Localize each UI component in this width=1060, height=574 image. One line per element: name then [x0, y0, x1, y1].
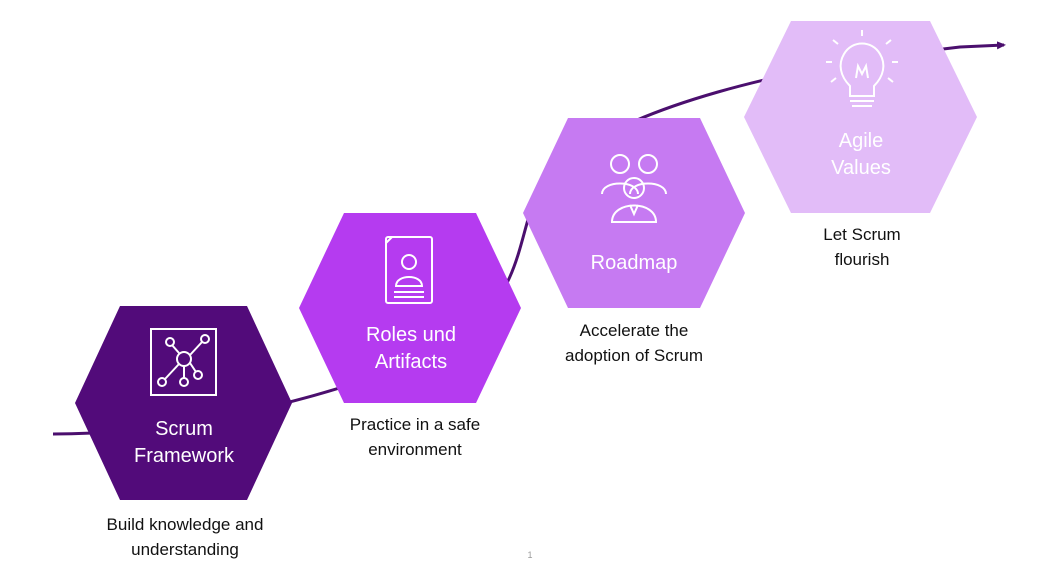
step-4-title: Agile Values — [790, 128, 932, 182]
step-2-caption-line2: environment — [368, 440, 462, 459]
hexagon-roles-artifacts — [299, 213, 521, 403]
step-4-caption-line2: flourish — [834, 250, 890, 269]
step-2-caption: Practice in a safe environment — [305, 412, 525, 462]
step-2-title-line1: Roles und — [365, 324, 457, 346]
page-number: 1 — [527, 550, 533, 560]
hexagon-agile-values — [744, 21, 977, 213]
team-people-icon — [601, 154, 667, 223]
step-1-caption-line1: Build knowledge and — [106, 515, 264, 534]
step-2-title: Roles und Artifacts — [340, 322, 482, 376]
step-4-title-line2: Values — [831, 157, 891, 179]
step-1-caption: Build knowledge and understanding — [75, 512, 295, 562]
step-4-caption-line1: Let Scrum — [823, 225, 901, 244]
id-card-icon — [385, 236, 433, 304]
step-1-title-line2: Framework — [133, 445, 234, 467]
step-1-title-line1: Scrum — [155, 418, 213, 440]
step-3-title: Roadmap — [563, 250, 705, 277]
step-2-caption-line1: Practice in a safe — [349, 415, 481, 434]
step-1-title: Scrum Framework — [113, 416, 255, 470]
step-2-title-line2: Artifacts — [374, 351, 448, 373]
step-4-title-line1: Agile — [838, 130, 884, 152]
step-3-caption-line1: Accelerate the — [579, 321, 689, 340]
step-3-title-line1: Roadmap — [590, 252, 678, 274]
step-3-caption: Accelerate the adoption of Scrum — [524, 318, 744, 368]
step-4-caption: Let Scrum flourish — [752, 222, 972, 272]
lightbulb-icon — [826, 30, 898, 107]
step-3-caption-line2: adoption of Scrum — [565, 346, 703, 365]
network-nodes-icon — [150, 328, 217, 396]
hexagon-scrum-framework — [75, 306, 292, 500]
step-1-caption-line2: understanding — [131, 540, 239, 559]
